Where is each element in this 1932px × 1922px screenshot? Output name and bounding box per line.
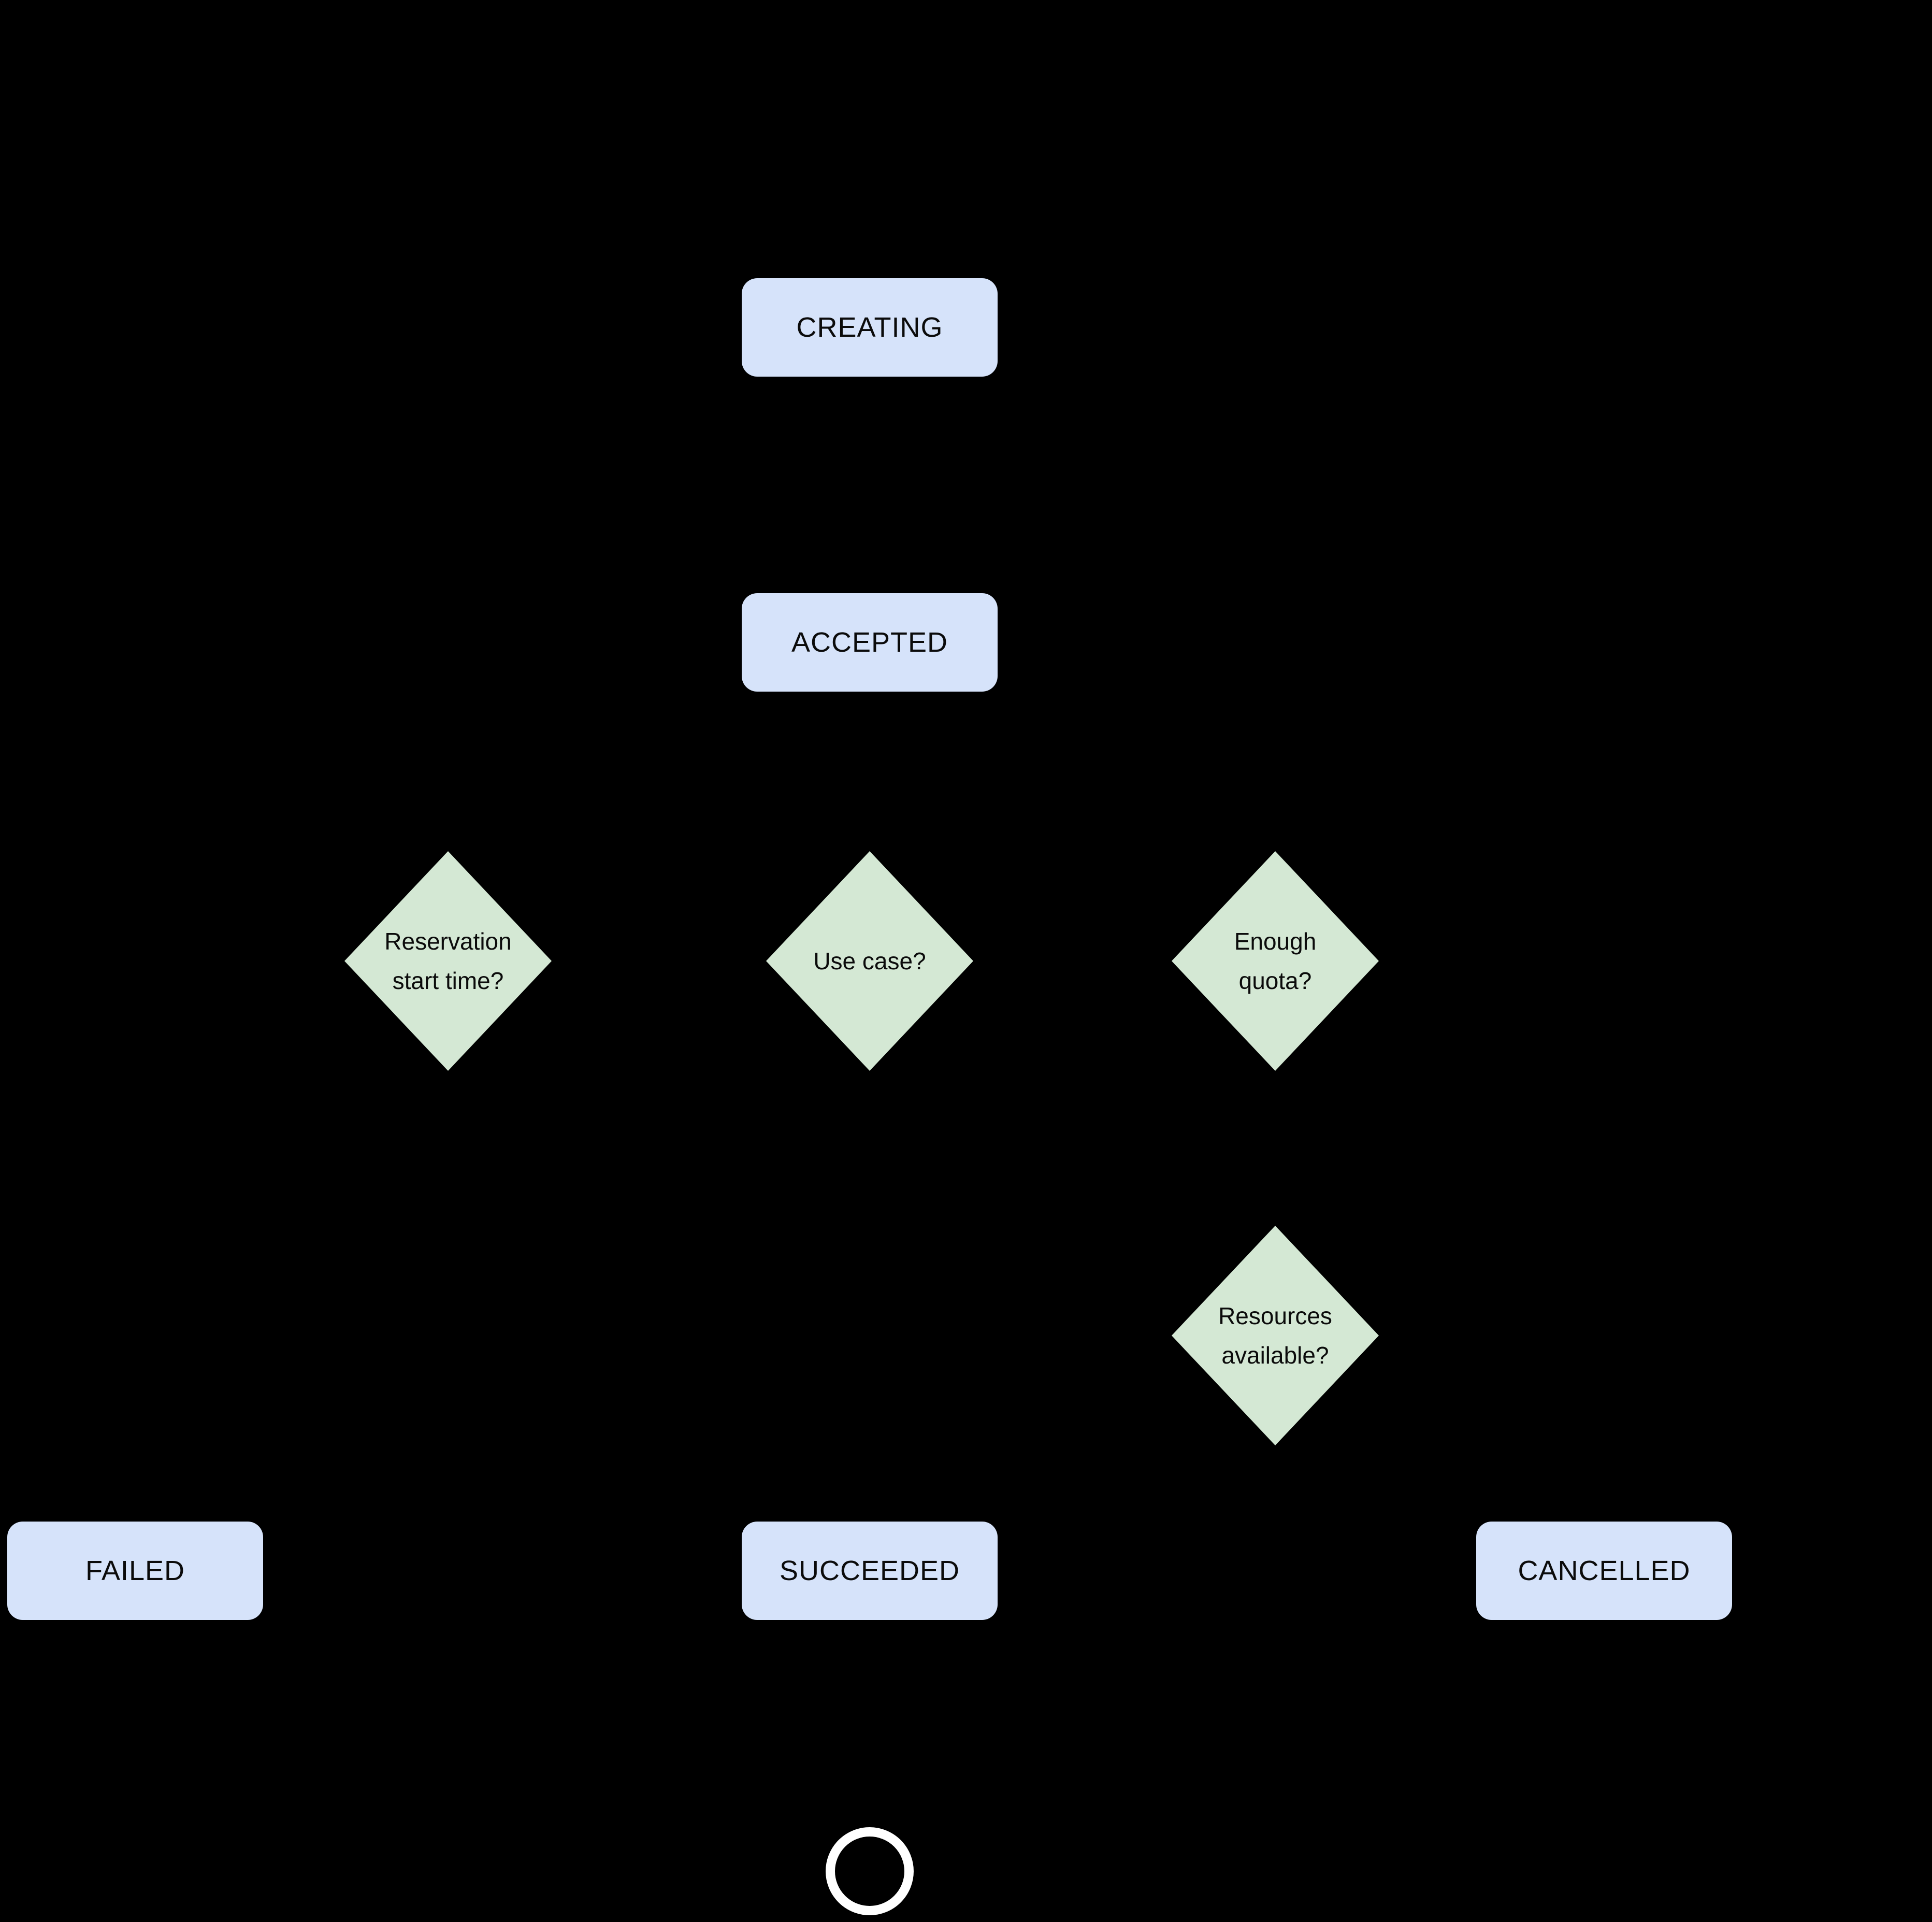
decision-label-line: available? — [1221, 1342, 1329, 1369]
decision-node-resources-available: Resources available? — [1172, 1226, 1379, 1445]
state-node-accepted: ACCEPTED — [742, 593, 998, 692]
decision-label: Enough quota? — [1172, 851, 1379, 1071]
decision-node-use-case: Use case? — [766, 851, 973, 1071]
state-node-failed: FAILED — [7, 1522, 263, 1620]
state-node-succeeded: SUCCEEDED — [742, 1522, 998, 1620]
decision-label-line: quota? — [1238, 967, 1312, 994]
decision-label: Resources available? — [1172, 1226, 1379, 1445]
decision-label-line: Use case? — [813, 948, 926, 974]
end-state-circle-icon — [826, 1827, 914, 1915]
state-node-cancelled: CANCELLED — [1476, 1522, 1732, 1620]
decision-label-line: Enough — [1234, 928, 1317, 955]
decision-label-line: start time? — [392, 967, 504, 994]
decision-node-reservation-start-time: Reservation start time? — [344, 851, 552, 1071]
decision-label: Reservation start time? — [344, 851, 552, 1071]
decision-label-line: Reservation — [384, 928, 512, 955]
decision-label-line: Resources — [1218, 1302, 1332, 1329]
decision-node-enough-quota: Enough quota? — [1172, 851, 1379, 1071]
decision-label: Use case? — [766, 851, 973, 1071]
state-node-creating: CREATING — [742, 278, 998, 377]
